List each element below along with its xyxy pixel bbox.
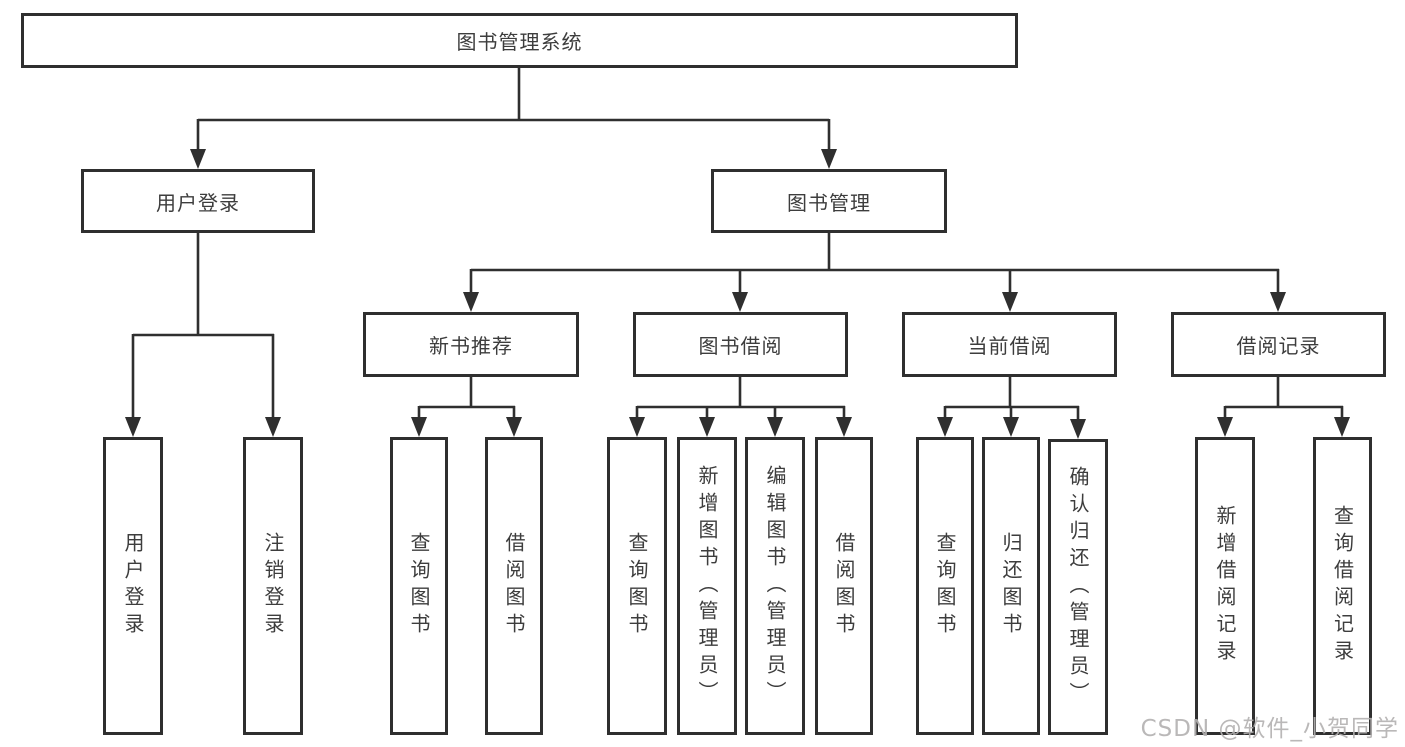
leaf-query-borrow-record-label: 查询借阅记录 bbox=[1330, 505, 1355, 667]
leaf-return-books: 归还图书 bbox=[982, 437, 1040, 735]
leaf-logout: 注销登录 bbox=[243, 437, 303, 735]
node-new-book-recommend: 新书推荐 bbox=[363, 312, 579, 377]
leaf-query-books-current: 查询图书 bbox=[916, 437, 974, 735]
node-book-borrow-label: 图书借阅 bbox=[698, 334, 783, 358]
leaf-add-borrow-record: 新增借阅记录 bbox=[1195, 437, 1255, 735]
node-borrow-records-label: 借阅记录 bbox=[1236, 334, 1321, 358]
node-book-management: 图书管理 bbox=[711, 169, 947, 233]
leaf-query-books-borrow-label: 查询图书 bbox=[625, 532, 649, 640]
node-book-management-label: 图书管理 bbox=[787, 190, 871, 215]
leaf-query-books-recommend-label: 查询图书 bbox=[407, 532, 431, 640]
node-user-login-label: 用户登录 bbox=[156, 190, 240, 215]
leaf-add-book-admin-label: 新增图书（管理员） bbox=[695, 464, 719, 708]
leaf-confirm-return-admin: 确认归还（管理员） bbox=[1048, 439, 1108, 735]
node-current-borrow-label: 当前借阅 bbox=[967, 334, 1052, 358]
node-book-borrow: 图书借阅 bbox=[633, 312, 848, 377]
leaf-borrow-books-recommend: 借阅图书 bbox=[485, 437, 543, 735]
leaf-borrow-books: 借阅图书 bbox=[815, 437, 873, 735]
leaf-query-books-current-label: 查询图书 bbox=[933, 532, 957, 640]
leaf-logout-label: 注销登录 bbox=[261, 532, 285, 640]
leaf-user-login: 用户登录 bbox=[103, 437, 163, 735]
leaf-return-books-label: 归还图书 bbox=[999, 532, 1023, 640]
node-borrow-records: 借阅记录 bbox=[1171, 312, 1386, 377]
leaf-query-books-borrow: 查询图书 bbox=[607, 437, 667, 735]
leaf-borrow-books-recommend-label: 借阅图书 bbox=[502, 532, 526, 640]
leaf-confirm-return-admin-label: 确认归还（管理员） bbox=[1066, 465, 1090, 709]
leaf-query-books-recommend: 查询图书 bbox=[390, 437, 448, 735]
node-new-book-recommend-label: 新书推荐 bbox=[429, 334, 513, 358]
node-root: 图书管理系统 bbox=[21, 13, 1018, 68]
leaf-borrow-books-label: 借阅图书 bbox=[832, 532, 856, 640]
node-user-login: 用户登录 bbox=[81, 169, 315, 233]
node-root-label: 图书管理系统 bbox=[456, 30, 583, 54]
leaf-edit-book-admin-label: 编辑图书（管理员） bbox=[763, 464, 787, 708]
leaf-edit-book-admin: 编辑图书（管理员） bbox=[745, 437, 805, 735]
node-current-borrow: 当前借阅 bbox=[902, 312, 1117, 377]
leaf-user-login-label: 用户登录 bbox=[121, 532, 145, 640]
leaf-query-borrow-record: 查询借阅记录 bbox=[1313, 437, 1372, 735]
leaf-add-borrow-record-label: 新增借阅记录 bbox=[1213, 505, 1237, 667]
csdn-watermark: CSDN @软件_小贺同学 bbox=[1140, 716, 1399, 742]
leaf-add-book-admin: 新增图书（管理员） bbox=[677, 437, 737, 735]
